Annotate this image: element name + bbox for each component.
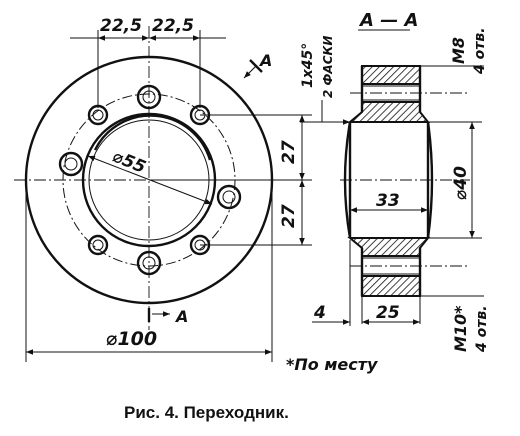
- bolt-hole-right: [216, 184, 242, 210]
- chamfer-note: 1x45°: [300, 43, 316, 88]
- dim-flange-width: 25: [376, 303, 400, 323]
- section-mark-bottom: A: [174, 307, 188, 326]
- dim-top: [70, 30, 226, 108]
- dim-upper-half: 27: [279, 140, 299, 164]
- thread-top: M8: [449, 37, 468, 64]
- chamfer-count: 2 ФАСКИ: [321, 36, 335, 98]
- footnote: *По месту: [286, 355, 378, 374]
- figure-caption: Рис. 4. Переходник.: [124, 403, 289, 422]
- section-mark-top: A: [258, 51, 272, 70]
- section-hub-outline: [348, 122, 430, 238]
- section-top-block: [361, 65, 421, 85]
- bolt-hole-lower-left: [87, 234, 109, 256]
- section-title: A — A: [358, 10, 418, 31]
- bolt-hole-upper-left: [87, 104, 109, 126]
- section-mark-top-arrow: [243, 59, 263, 79]
- thread-bottom: M10*: [451, 305, 470, 352]
- front-view: 22,5 22,5 ⌀55 27 27 ⌀100 A: [14, 16, 312, 362]
- bolt-holes: [58, 84, 242, 276]
- dim-bottom: [25, 190, 273, 362]
- section-bottom-block-2: [361, 275, 421, 297]
- dim-lower-half: 27: [279, 204, 299, 228]
- dim-hub-width: 33: [376, 191, 400, 211]
- section-view: A — A 1x45° 2 ФАСКИ 33: [286, 10, 490, 374]
- dim-right-offset: 22,5: [152, 16, 194, 36]
- dim-shoulder: 4: [313, 303, 326, 323]
- hub-inner-curve-right: [426, 121, 434, 239]
- dim-inner-diameter: ⌀55: [110, 147, 149, 178]
- dim-right-vertical: [150, 114, 312, 246]
- dim-bore: ⌀40: [451, 166, 471, 200]
- bolt-hole-top: [136, 84, 162, 110]
- hub-inner-curve-left: [343, 121, 352, 239]
- section-mark-bottom-arrow: [147, 308, 170, 322]
- bore-inner-edge: [93, 114, 212, 161]
- bolt-hole-left: [58, 151, 84, 177]
- thread-bottom-count: 4 отв.: [474, 305, 490, 353]
- bolt-hole-bottom: [136, 250, 162, 276]
- thread-top-count: 4 отв.: [472, 27, 488, 75]
- dim-outer-diameter: ⌀100: [106, 328, 157, 350]
- dim-left-offset: 22,5: [100, 16, 142, 36]
